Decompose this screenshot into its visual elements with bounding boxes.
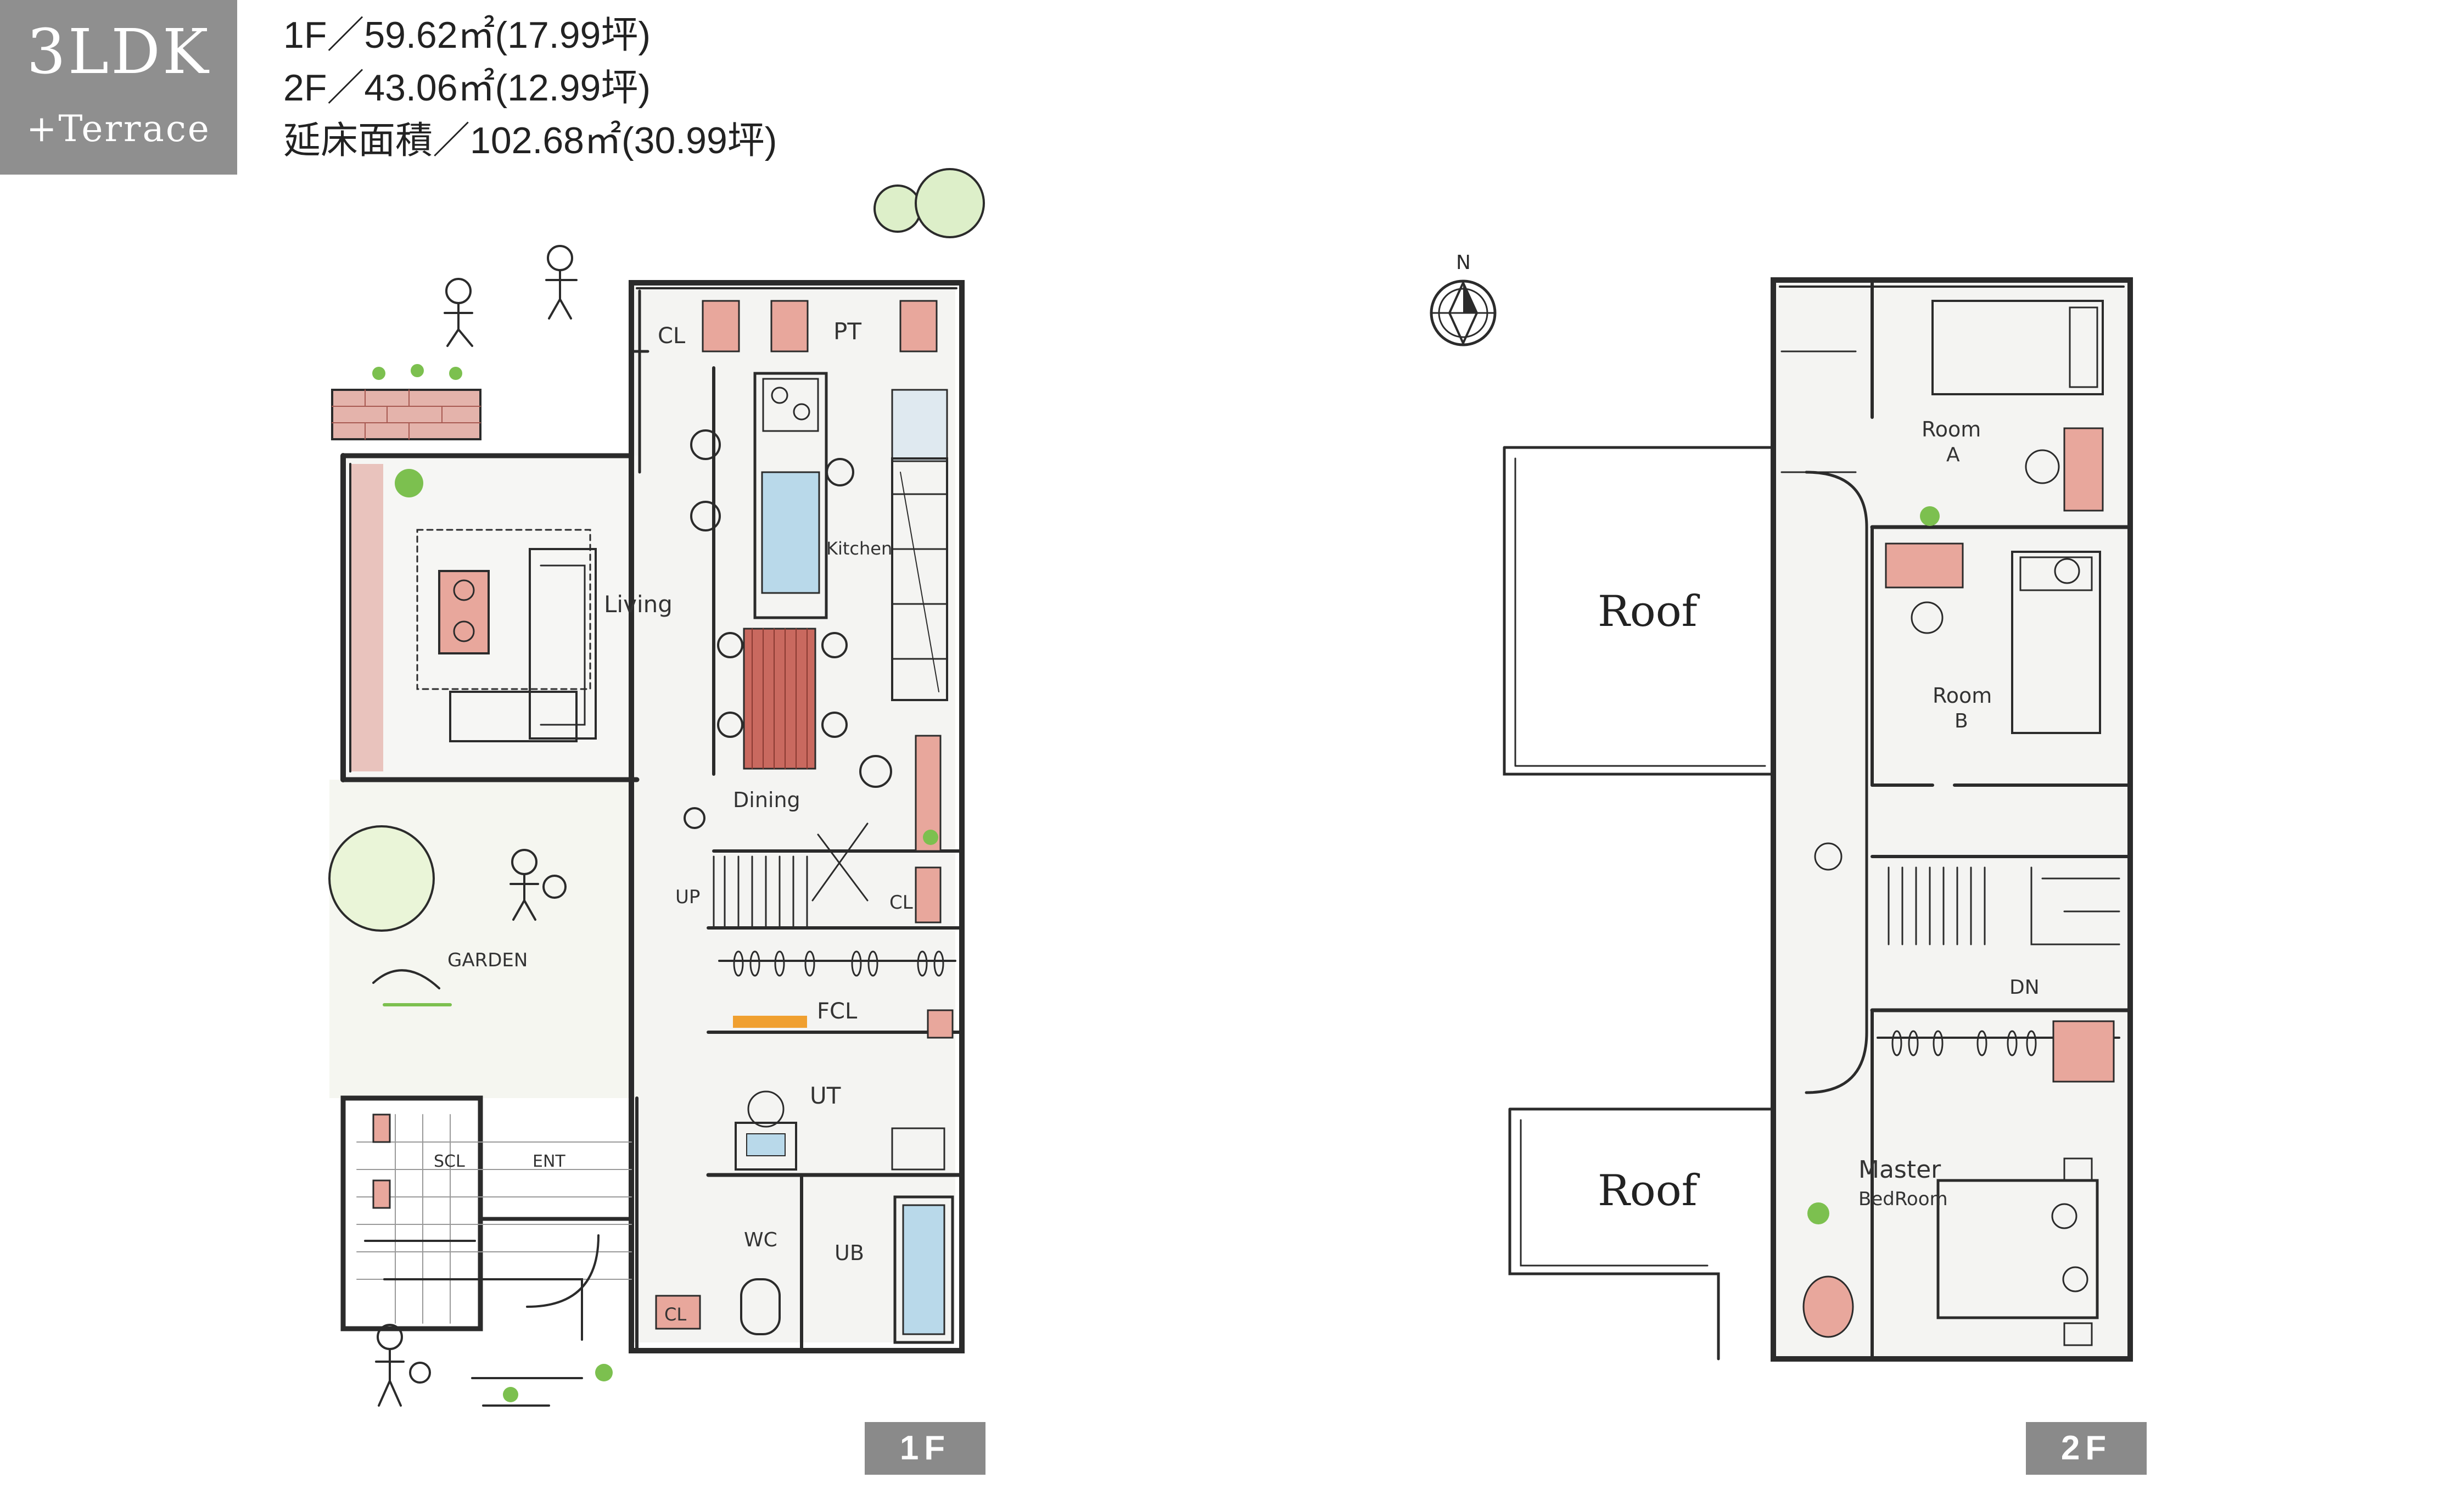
label-scl: SCL xyxy=(434,1152,465,1171)
stairs-2f xyxy=(1888,866,2120,945)
label-room-a: Room xyxy=(1922,417,1981,441)
label-kitchen: Kitchen xyxy=(826,538,892,559)
area-total: 延床面積／102.68㎡(30.99坪) xyxy=(283,120,777,161)
stairs-1f xyxy=(713,822,869,929)
label-cl-bottom: CL xyxy=(664,1304,686,1325)
floor-tag-2f: 2F xyxy=(2026,1422,2147,1475)
label-roof-bottom: Roof xyxy=(1598,1166,1700,1216)
figures-1f xyxy=(375,245,892,1407)
label-dn: DN xyxy=(2009,976,2040,999)
area-1f: 1F／59.62㎡(17.99坪) xyxy=(283,14,651,56)
label-ub: UB xyxy=(835,1241,864,1265)
label-up: UP xyxy=(675,886,700,908)
layout-badge: 3LDK +Terrace xyxy=(0,0,237,175)
hanger-row-1f xyxy=(733,950,944,977)
label-wc: WC xyxy=(744,1229,777,1251)
area-2f: 2F／43.06㎡(12.99坪) xyxy=(283,67,651,109)
labels-2f: Room A Room B Roof Roof DN Master BedRoo… xyxy=(1598,417,2040,1216)
label-roof-top: Roof xyxy=(1598,587,1700,636)
floor-tag-1f: 1F xyxy=(865,1422,985,1475)
label-dining: Dining xyxy=(733,788,800,812)
area-summary: 1F／59.62㎡(17.99坪) 2F／43.06㎡(12.99坪) 延床面積… xyxy=(283,9,777,167)
label-cl-top: CL xyxy=(658,323,686,349)
hanger-row-2f xyxy=(1891,1030,2037,1056)
label-ut: UT xyxy=(810,1082,841,1109)
label-garden: GARDEN xyxy=(447,949,528,971)
label-room-a-sub: A xyxy=(1946,444,1960,466)
label-pt: PT xyxy=(833,318,861,345)
label-master: Master xyxy=(1858,1156,1941,1184)
labels-1f: CL PT Kitchen Living Dining UP CL FCL UT… xyxy=(434,318,913,1325)
label-fcl: FCL xyxy=(817,999,858,1024)
layout-type: 3LDK xyxy=(26,16,211,88)
label-master-sub: BedRoom xyxy=(1858,1188,1948,1210)
label-living: Living xyxy=(604,591,673,618)
compass-north: N xyxy=(1456,251,1471,274)
label-cl-mid: CL xyxy=(889,892,913,914)
label-room-b-sub: B xyxy=(1955,710,1968,732)
label-room-b: Room xyxy=(1933,684,1992,708)
floor-plan-1f xyxy=(328,168,985,1407)
label-ent: ENT xyxy=(533,1152,565,1171)
floor-plan-2f xyxy=(1503,277,2133,1362)
compass-icon: N xyxy=(1430,251,1497,346)
layout-extra: +Terrace xyxy=(26,108,211,150)
